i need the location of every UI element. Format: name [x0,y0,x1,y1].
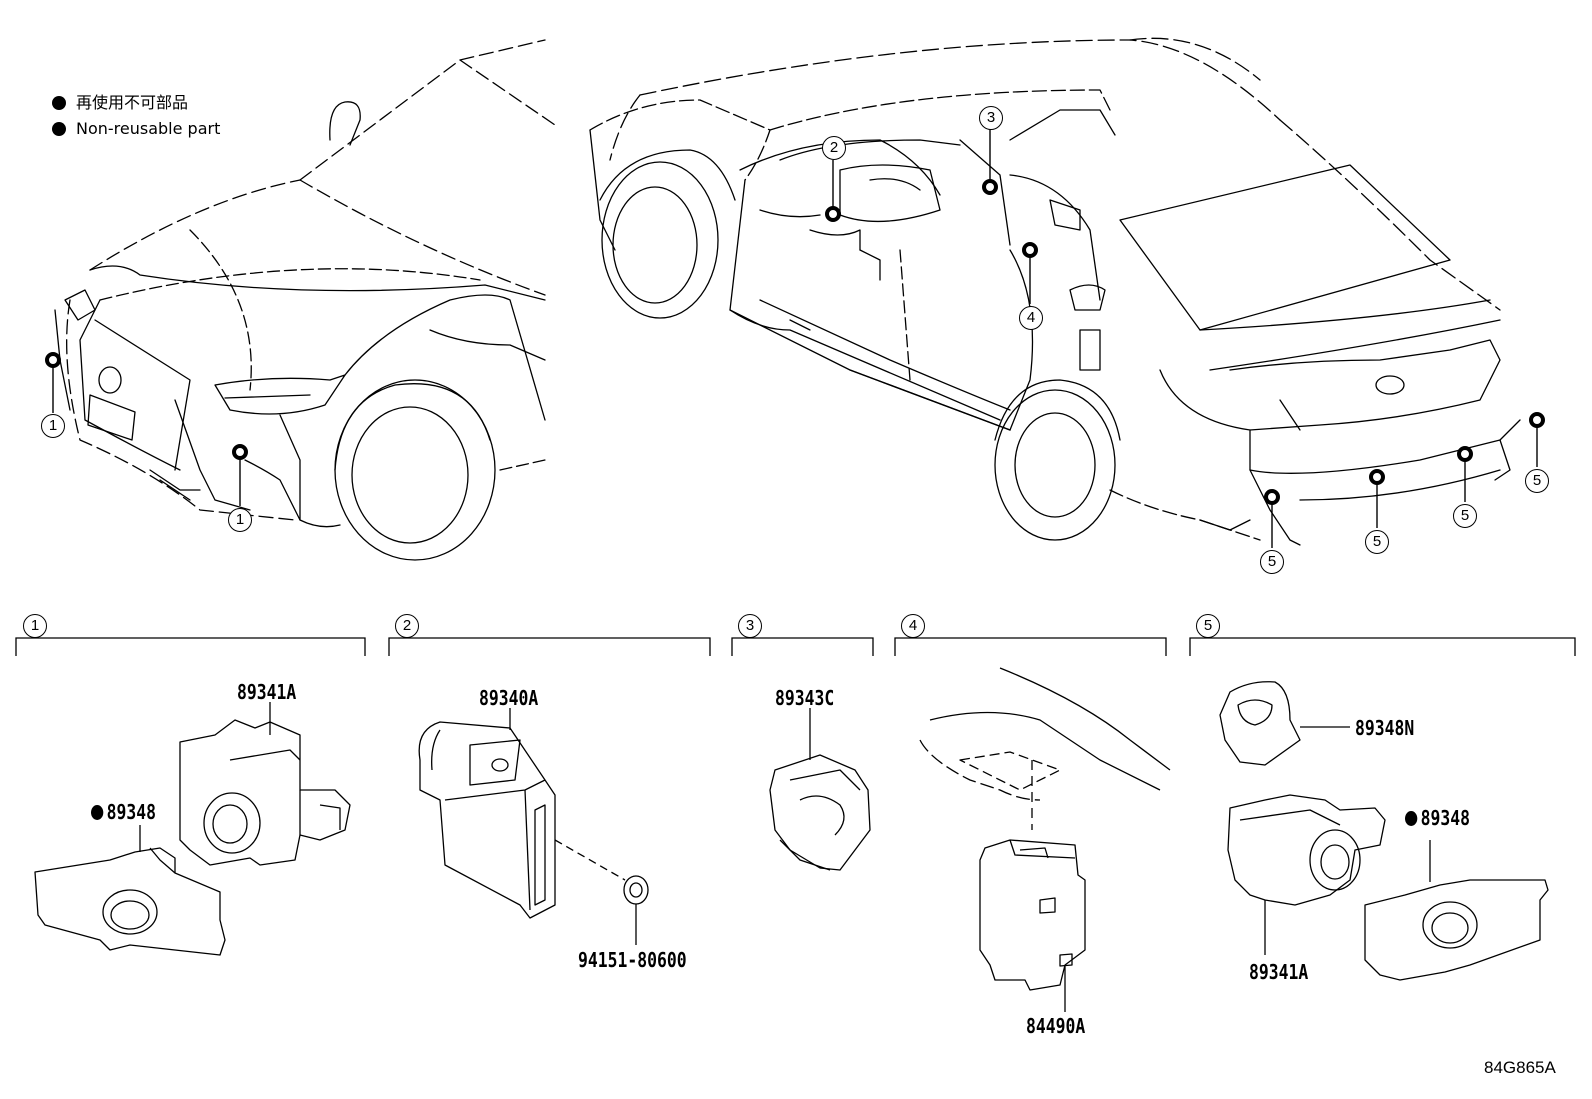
callout-5-rear-d: 5 [1525,469,1549,493]
callout-4: 4 [1019,306,1043,330]
legend-label-en: Non-reusable part [76,119,221,138]
part-number-s3-part[interactable]: 89343C [775,686,835,710]
non-reusable-dot-icon [1405,811,1418,826]
part-number-s5-sensor[interactable]: 89341A [1249,960,1309,984]
part-number-s5-bracket[interactable]: 89348 [1405,806,1470,830]
legend-label-jp: 再使用不可部品 [76,93,189,112]
callout-1-front-bumper: 1 [228,508,252,532]
part-number-s5-bracket-label: 89348 [1420,806,1470,830]
part-number-s4-switch[interactable]: 84490A [1026,1014,1086,1038]
section-3-parts [769,708,871,871]
section-4-parts [919,667,1171,1012]
section-4-number: 4 [901,614,925,638]
callout-2: 2 [822,136,846,160]
legend-row-jp: 再使用不可部品 [52,90,220,116]
part-number-s5-cover[interactable]: 89348N [1355,716,1415,740]
callout-1-front-left: 1 [41,414,65,438]
section-1-number: 1 [23,614,47,638]
rear-car-illustration [589,37,1521,546]
legend-row-en: Non-reusable part [52,116,220,142]
section-5-number: 5 [1196,614,1220,638]
part-number-s1-bracket[interactable]: 89348 [91,800,156,824]
section-3-number: 3 [738,614,762,638]
callout-3: 3 [979,106,1003,130]
diagram-code: 84G865A [1484,1058,1556,1077]
non-reusable-dot-icon [91,805,104,820]
section-2-number: 2 [395,614,419,638]
callout-5-rear-c: 5 [1453,504,1477,528]
section-1-parts [34,702,351,956]
section-brackets [15,637,1576,656]
part-number-s2-nut[interactable]: 94151-80600 [578,948,687,972]
callout-5-rear-a: 5 [1260,550,1284,574]
legend: 再使用不可部品 Non-reusable part [52,90,220,142]
non-reusable-dot-icon [52,122,66,136]
non-reusable-dot-icon [52,96,66,110]
section-5-parts [1219,681,1549,981]
section-2-parts [418,708,649,945]
callout-5-rear-b: 5 [1365,530,1389,554]
callout-markers [45,128,1545,548]
part-number-s1-sensor[interactable]: 89341A [237,680,297,704]
front-car-illustration [54,39,556,561]
part-number-s1-bracket-label: 89348 [106,800,156,824]
part-number-s2-ecu[interactable]: 89340A [479,686,539,710]
